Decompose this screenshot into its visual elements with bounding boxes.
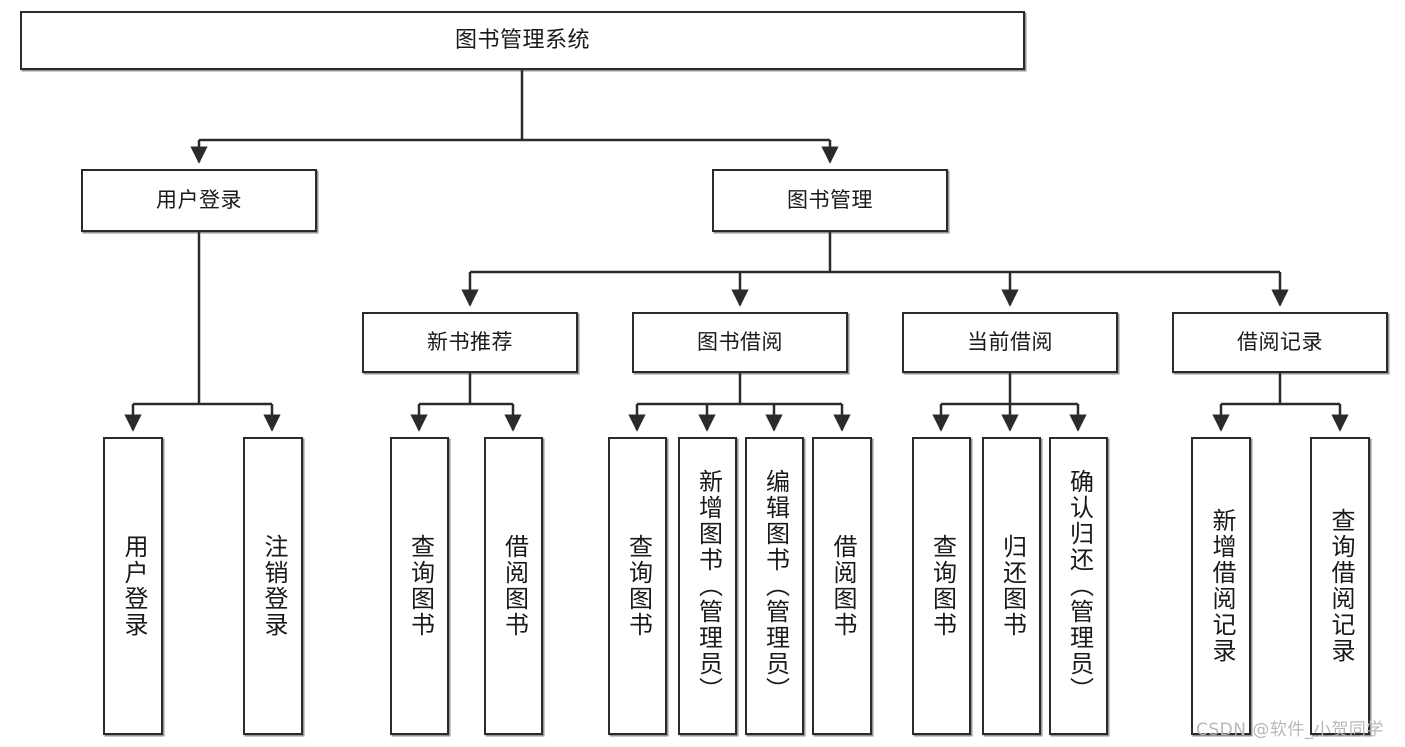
node-label: 图书管理系统 — [454, 27, 590, 53]
node-label: 新增借阅记录 — [1207, 508, 1236, 664]
node-label: 借阅图书 — [500, 534, 529, 638]
node-root-system[interactable]: 图书管理系统 — [20, 11, 1025, 70]
node-label: 借阅记录 — [1237, 330, 1323, 355]
node-label: 新书推荐 — [427, 330, 513, 355]
node-label: 用户登录 — [119, 534, 148, 638]
node-new-book-rec[interactable]: 新书推荐 — [362, 312, 578, 373]
node-leaf-add-book[interactable]: 新增图书（管理员） — [678, 437, 737, 735]
node-leaf-user-login[interactable]: 用户登录 — [103, 437, 163, 735]
node-leaf-borrow-book-1[interactable]: 借阅图书 — [484, 437, 543, 735]
node-label: 查询图书 — [406, 534, 435, 638]
node-label: 图书管理 — [787, 188, 873, 213]
node-label: 归还图书 — [998, 534, 1027, 638]
node-label: 当前借阅 — [967, 330, 1053, 355]
node-leaf-query-book-2[interactable]: 查询图书 — [608, 437, 667, 735]
node-label: 图书借阅 — [697, 330, 783, 355]
node-label: 注销登录 — [259, 534, 288, 638]
csdn-watermark: CSDN @软件_小贺同学 — [1196, 720, 1384, 740]
node-leaf-user-logout[interactable]: 注销登录 — [243, 437, 303, 735]
node-current-borrow[interactable]: 当前借阅 — [902, 312, 1118, 373]
node-leaf-query-book-1[interactable]: 查询图书 — [390, 437, 449, 735]
node-leaf-add-record[interactable]: 新增借阅记录 — [1191, 437, 1251, 735]
node-leaf-query-book-3[interactable]: 查询图书 — [912, 437, 971, 735]
node-label: 用户登录 — [156, 188, 242, 213]
node-leaf-return-book[interactable]: 归还图书 — [982, 437, 1041, 735]
node-label: 编辑图书（管理员） — [761, 469, 790, 703]
node-leaf-edit-book[interactable]: 编辑图书（管理员） — [745, 437, 804, 735]
node-leaf-confirm-return[interactable]: 确认归还（管理员） — [1049, 437, 1108, 735]
node-leaf-borrow-book-2[interactable]: 借阅图书 — [812, 437, 872, 735]
node-user-login[interactable]: 用户登录 — [81, 169, 317, 232]
node-book-borrow[interactable]: 图书借阅 — [632, 312, 848, 373]
node-leaf-query-record[interactable]: 查询借阅记录 — [1310, 437, 1370, 735]
node-label: 查询借阅记录 — [1326, 508, 1355, 664]
node-label: 查询图书 — [624, 534, 653, 638]
node-label: 查询图书 — [928, 534, 957, 638]
node-label: 新增图书（管理员） — [694, 469, 723, 703]
node-label: 确认归还（管理员） — [1065, 469, 1094, 703]
node-book-manage[interactable]: 图书管理 — [712, 169, 948, 232]
node-label: 借阅图书 — [828, 534, 857, 638]
node-borrow-record[interactable]: 借阅记录 — [1172, 312, 1388, 373]
